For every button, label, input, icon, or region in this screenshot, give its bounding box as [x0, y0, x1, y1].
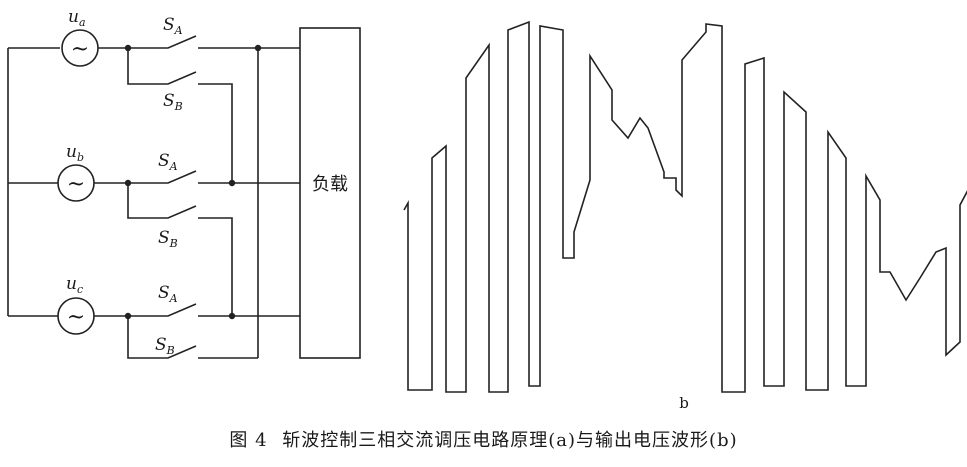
- source-b-glyph: ~: [67, 172, 85, 197]
- switch-sa-label-a: SA: [163, 15, 183, 37]
- circuit-diagram: ~ ua SA SB ~ ub SA SB: [7, 7, 361, 359]
- switch-sb-row-c: [127, 316, 197, 359]
- junction-dot: [228, 179, 236, 187]
- switch-sb-label-c: SB: [155, 335, 175, 357]
- figure-caption: 图 4 斩波控制三相交流调压电路原理(a)与输出电压波形(b): [0, 426, 967, 452]
- source-a-glyph: ~: [71, 37, 89, 62]
- source-c-glyph: ~: [67, 305, 85, 330]
- output-waveform: b: [403, 20, 967, 412]
- switch-sa-row-a: [128, 35, 197, 49]
- source-c-label: uc: [66, 274, 83, 296]
- phase-a-row: ~ ua SA SB: [61, 7, 300, 358]
- switch-sb-row-b: [127, 183, 197, 219]
- caption-text: 斩波控制三相交流调压电路原理(a)与输出电压波形(b): [282, 430, 738, 451]
- source-b-label: ub: [66, 142, 84, 164]
- chopped-voltage-trace: [403, 20, 967, 393]
- figure-number: 图 4: [229, 430, 268, 451]
- switch-sa-row-b: [128, 170, 197, 184]
- switch-sa-label-b: SA: [158, 151, 178, 173]
- switch-sb-label-a: SB: [163, 91, 183, 113]
- load-box: [299, 27, 361, 359]
- junction-dot: [228, 312, 236, 320]
- phase-b-row: ~ ub SA SB: [57, 142, 300, 316]
- switch-sa-label-c: SA: [158, 283, 178, 305]
- switch-sa-row-c: [128, 303, 197, 317]
- waveform-label: b: [679, 394, 689, 412]
- load-label: 负载: [312, 174, 348, 195]
- switch-sb-out-row-b: [198, 217, 233, 316]
- phase-c-row: ~ uc SA SB: [57, 274, 300, 359]
- source-a-label: ua: [68, 7, 86, 29]
- switch-sb-label-b: SB: [158, 228, 178, 250]
- switch-sb-out-row-a: [198, 83, 233, 183]
- switch-sb-row-a: [127, 48, 197, 85]
